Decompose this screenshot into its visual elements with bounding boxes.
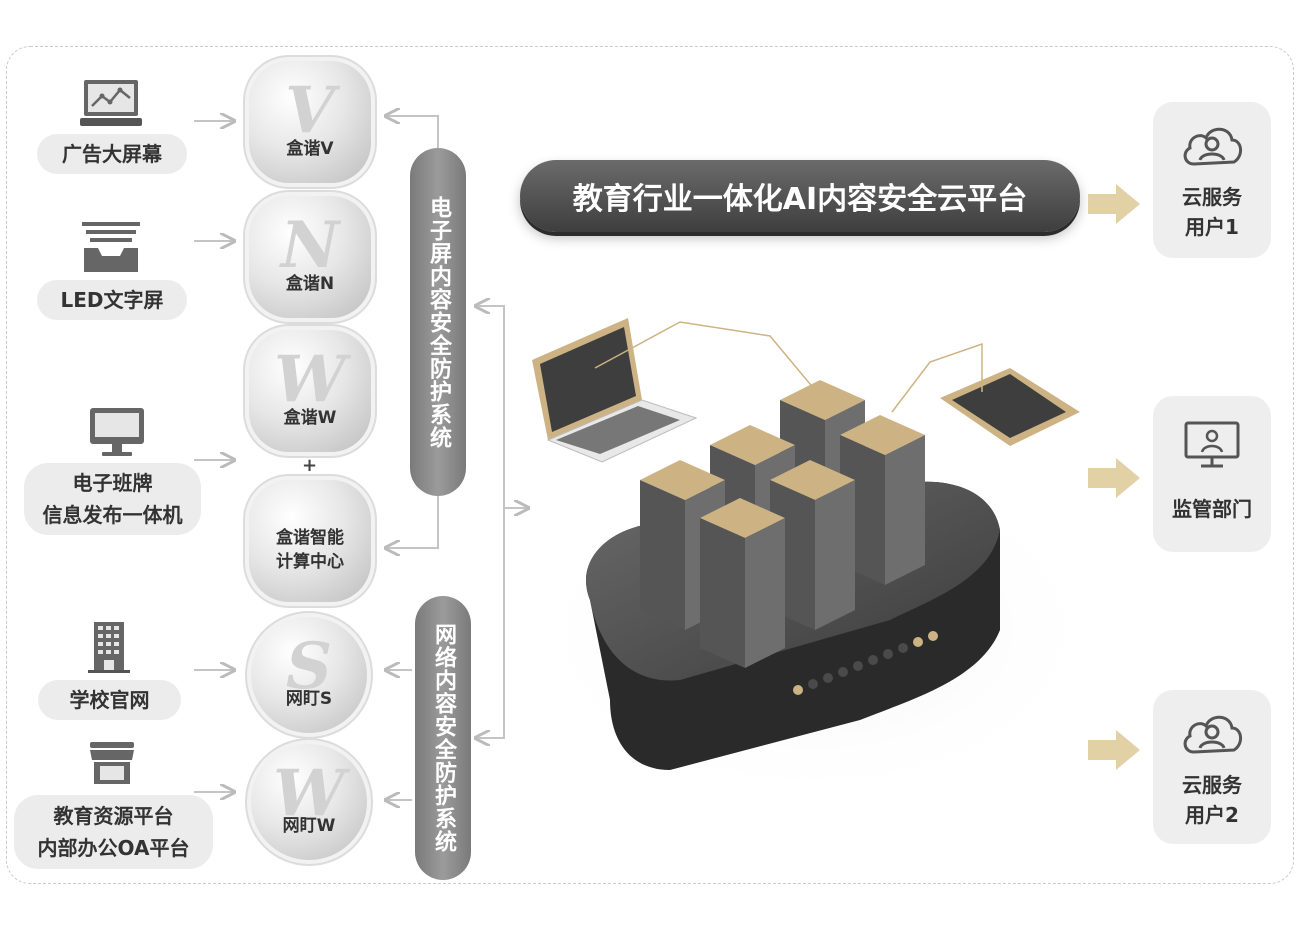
source-class-board: 电子班牌 信息发布一体机: [24, 463, 201, 535]
laptop-icon: [532, 318, 698, 463]
server-rack-group: [640, 380, 925, 668]
led-screen-icon: [82, 222, 140, 272]
tablet-icon: [940, 368, 1080, 446]
monitor-chart-icon: [80, 80, 142, 126]
device-badge-compute-center: 盒谐智能 计算中心: [249, 480, 371, 602]
target-label: 云服务 用户1: [1182, 185, 1242, 239]
badge-name: 盒谐W: [283, 408, 337, 428]
screen-security-system-bar: 电子屏内容安全防护系统: [410, 148, 466, 496]
store-icon: [90, 742, 134, 784]
badge-name: 盒谐智能 计算中心: [276, 528, 344, 572]
screen-system-label: 电子屏内容安全防护系统: [426, 195, 451, 449]
badge-name: 盒谐N: [285, 274, 335, 294]
device-badge-n: N 盒谐N: [249, 196, 371, 318]
device-badge-s: S 网盯S: [251, 617, 367, 733]
target-cloud-user-2: 云服务 用户2: [1153, 690, 1271, 844]
plus-sign: +: [302, 455, 318, 476]
monitor-user-icon: [1184, 421, 1240, 468]
badge-name: 盒谐V: [286, 139, 334, 159]
target-cloud-user-1: 云服务 用户1: [1153, 102, 1271, 258]
badge-letter: W: [273, 756, 345, 831]
network-security-system-bar: 网络内容安全防护系统: [415, 596, 471, 880]
target-label: 监管部门: [1172, 497, 1252, 521]
badge-letter: S: [285, 629, 333, 704]
source-ad-screen: 广告大屏幕: [37, 134, 187, 174]
source-edu-platform: 教育资源平台 内部办公OA平台: [14, 795, 213, 869]
device-badge-v: V 盒谐V: [249, 61, 371, 183]
badge-name: 网盯W: [282, 816, 336, 836]
source-led-screen: LED文字屏: [37, 280, 187, 320]
arrow-to-user1: [1088, 184, 1140, 224]
network-system-label: 网络内容安全防护系统: [431, 623, 456, 853]
cloud-servers-illustration: [515, 318, 1115, 810]
device-badge-network-w: W 网盯W: [251, 744, 367, 860]
badge-name: 网盯S: [285, 689, 333, 709]
arrow-to-user2: [1088, 730, 1140, 770]
desktop-monitor-icon: [90, 408, 144, 456]
platform-title: 教育行业一体化AI内容安全云平台: [520, 160, 1080, 232]
cloud-user-icon: [1183, 127, 1242, 166]
badge-letter: N: [280, 208, 340, 283]
target-regulator: 监管部门: [1153, 396, 1271, 552]
arrow-to-regulator: [1088, 458, 1140, 498]
device-badge-w: W 盒谐W: [249, 330, 371, 452]
badge-letter: V: [285, 73, 335, 148]
diagram-frame: [6, 46, 1294, 884]
cloud-user-icon: [1183, 715, 1242, 754]
target-label: 云服务 用户2: [1182, 773, 1242, 827]
building-icon: [88, 622, 130, 673]
badge-letter: W: [274, 342, 346, 417]
source-school-website: 学校官网: [38, 680, 181, 720]
